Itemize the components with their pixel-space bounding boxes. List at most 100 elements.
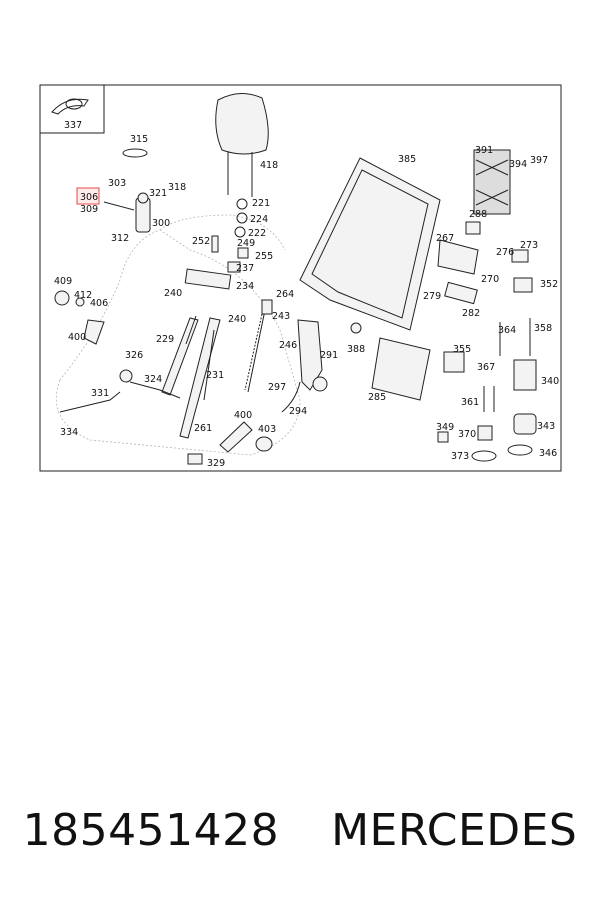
clip-329 [187,453,203,465]
motor-gear [312,376,328,392]
label-409: 409 [54,276,72,287]
label-324: 324 [144,374,162,385]
label-252: 252 [192,236,210,247]
block-288 [465,221,481,235]
label-370: 370 [458,429,476,440]
lever-400-left [83,319,105,345]
label-234: 234 [236,281,254,292]
plate-234 [184,268,232,290]
map-net [473,149,511,215]
handle-400 [219,421,253,453]
ring-346 [507,444,533,456]
label-294: 294 [289,406,307,417]
label-412: 412 [74,290,92,301]
highlight-box-306 [76,187,100,205]
back-cover [371,337,431,401]
label-326: 326 [125,350,143,361]
rail-right [185,315,215,401]
label-231: 231 [206,370,224,381]
label-388: 388 [347,344,365,355]
bracket-252 [211,235,219,253]
label-403: 403 [258,424,276,435]
cylinder-343 [513,413,537,435]
lever-324 [129,381,181,399]
label-400-left: 400 [68,332,86,343]
label-367: 367 [477,362,495,373]
label-282: 282 [462,308,480,319]
label-343: 343 [537,421,555,432]
label-391: 391 [475,145,493,156]
spindle-thread [244,313,263,391]
label-224: 224 [250,214,268,225]
brand-name: MERCEDES [331,805,578,856]
label-312: 312 [111,233,129,244]
washer-222 [234,226,246,238]
label-309: 309 [80,204,98,215]
label-240-top: 240 [164,288,182,299]
label-418: 418 [260,160,278,171]
label-334: 334 [60,427,78,438]
label-337: 337 [64,120,82,131]
backrest-frame-inner [311,169,429,319]
clip-part-337 [51,98,89,115]
label-240-right: 240 [228,314,246,325]
block-370 [477,425,493,441]
seat-ghost-back [159,214,286,251]
label-321: 321 [149,188,167,199]
label-222: 222 [248,228,266,239]
label-329: 329 [207,458,225,469]
label-358: 358 [534,323,552,334]
label-273: 273 [520,240,538,251]
label-397: 397 [530,155,548,166]
motor-cable-294 [281,381,301,413]
label-279: 279 [423,291,441,302]
clip-eye-337 [65,98,83,110]
label-264: 264 [276,289,294,300]
pump-cable [103,201,135,211]
backrest-frame [299,157,441,331]
label-331: 331 [91,388,109,399]
label-318: 318 [168,182,186,193]
label-303: 303 [108,178,126,189]
label-394: 394 [509,159,527,170]
label-229: 229 [156,334,174,345]
label-261: 261 [194,423,212,434]
nut-349 [437,431,449,443]
label-288: 288 [469,209,487,220]
label-285: 285 [368,392,386,403]
block-237 [227,261,241,273]
clamp-315 [122,148,148,158]
label-297: 297 [268,382,286,393]
valve-352 [513,277,533,293]
label-291: 291 [320,350,338,361]
label-249: 249 [237,238,255,249]
label-267: 267 [436,233,454,244]
pipe-361 [483,386,495,412]
label-221: 221 [252,198,270,209]
label-355: 355 [453,344,471,355]
label-276: 276 [496,247,514,258]
part-number: 185451428 [22,805,280,856]
label-346: 346 [539,448,557,459]
label-361: 361 [461,397,479,408]
washer-406 [75,297,85,307]
caption-row: 185451428 MERCEDES [0,796,600,866]
cap-403 [255,436,273,452]
pump-cap [137,192,149,204]
washer-224 [236,212,248,224]
label-315: 315 [130,134,148,145]
label-352: 352 [540,279,558,290]
roller-326 [119,369,133,383]
plate-267 [437,239,479,275]
label-300: 300 [152,218,170,229]
washer-221 [236,198,248,210]
label-400-bottom: 400 [234,410,252,421]
ring-373 [471,450,497,462]
label-270: 270 [481,274,499,285]
label-243: 243 [272,311,290,322]
knob-409 [54,290,70,306]
spindle-243 [247,309,266,393]
bar-282 [444,281,478,305]
bracket-276 [511,249,529,263]
switch-355 [443,351,465,373]
